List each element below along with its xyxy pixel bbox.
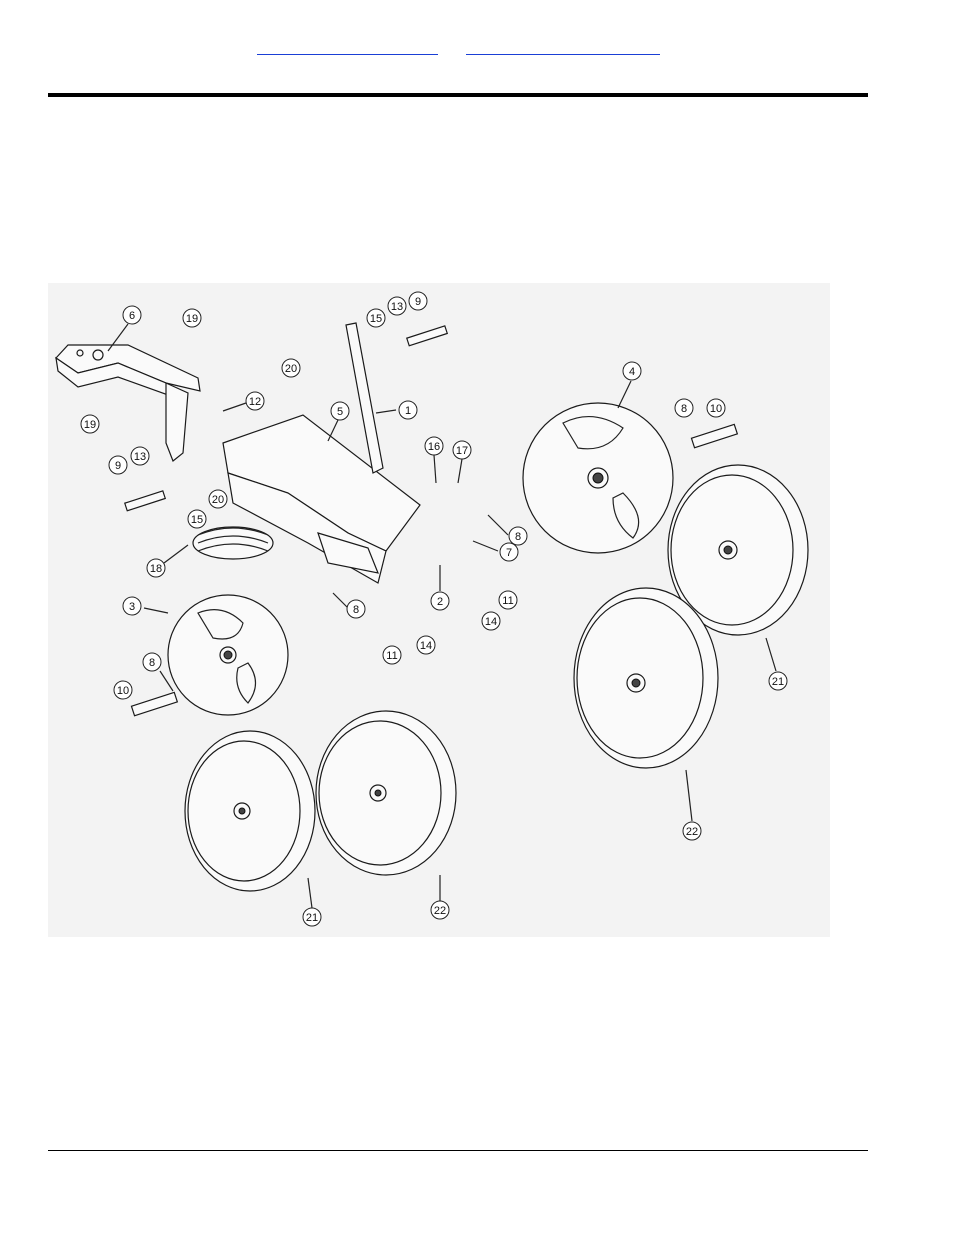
svg-text:22: 22 [686, 826, 698, 838]
svg-text:10: 10 [117, 685, 129, 697]
callout-19b: 19 [80, 414, 100, 434]
callout-22b: 22 [430, 875, 450, 920]
svg-text:8: 8 [515, 531, 521, 543]
svg-text:19: 19 [186, 313, 198, 325]
callout-13a: 13 [387, 296, 407, 316]
svg-text:4: 4 [629, 366, 635, 378]
svg-text:16: 16 [428, 441, 440, 453]
callout-20b: 20 [208, 489, 228, 509]
callout-21b: 21 [302, 877, 322, 927]
svg-text:11: 11 [502, 595, 513, 607]
svg-text:8: 8 [353, 604, 359, 616]
svg-text:11: 11 [386, 650, 397, 662]
svg-text:18: 18 [150, 563, 162, 575]
callout-15b: 15 [187, 509, 207, 529]
callout-20a: 20 [281, 358, 301, 378]
callout-8a: 8 [674, 398, 694, 418]
svg-text:20: 20 [285, 363, 297, 375]
callout-4: 4 [617, 361, 642, 409]
svg-text:15: 15 [370, 313, 382, 325]
spiked-closing-wheel-left [167, 594, 289, 716]
spiked-closing-wheel-right [522, 402, 674, 554]
svg-text:22: 22 [434, 905, 446, 917]
callout-18: 18 [146, 544, 189, 578]
press-wheel-21-left [184, 730, 316, 892]
callout-8d: 8 [142, 652, 174, 692]
callout-2: 2 [430, 565, 450, 611]
svg-text:20: 20 [212, 494, 224, 506]
svg-text:1: 1 [405, 405, 411, 417]
header-link-left[interactable] [257, 40, 438, 55]
press-wheel-21-right [667, 464, 809, 636]
callout-19a: 19 [182, 308, 202, 328]
callout-14b: 14 [416, 635, 436, 655]
callout-13b: 13 [130, 446, 150, 466]
callout-3: 3 [122, 596, 169, 616]
spring [192, 526, 274, 560]
hardware [124, 325, 739, 717]
callout-6: 6 [107, 305, 142, 352]
svg-text:9: 9 [115, 460, 121, 472]
svg-text:21: 21 [306, 912, 318, 924]
adjustment-lever [345, 322, 384, 474]
svg-text:2: 2 [437, 596, 443, 608]
svg-text:17: 17 [456, 445, 468, 457]
svg-text:21: 21 [772, 676, 784, 688]
callout-8b: 8 [487, 514, 528, 546]
callout-16: 16 [424, 436, 444, 484]
header-link-right[interactable] [466, 40, 660, 55]
exploded-view-drawing: 1 2 3 4 5 6 7 8 8 8 8 9 9 10 10 11 11 12… [55, 291, 809, 927]
main-frame [222, 414, 421, 584]
mounting-bracket [55, 344, 201, 462]
svg-text:14: 14 [485, 616, 497, 628]
press-wheel-22-right [573, 587, 719, 769]
callout-10a: 10 [706, 398, 726, 418]
parts-diagram: 1 2 3 4 5 6 7 8 8 8 8 9 9 10 10 11 11 12… [48, 283, 830, 937]
svg-text:8: 8 [149, 657, 155, 669]
press-wheel-22-left [315, 710, 457, 876]
callout-5: 5 [327, 401, 350, 442]
svg-text:5: 5 [337, 406, 343, 418]
svg-text:14: 14 [420, 640, 432, 652]
callout-14a: 14 [481, 611, 501, 631]
svg-text:7: 7 [506, 547, 512, 559]
svg-text:13: 13 [391, 301, 403, 313]
callout-9b: 9 [108, 455, 128, 475]
callout-group: 1 2 3 4 5 6 7 8 8 8 8 9 9 10 10 11 11 12… [80, 291, 788, 927]
callout-15a: 15 [366, 308, 386, 328]
callout-11a: 11 [498, 590, 518, 610]
callout-12: 12 [222, 391, 265, 412]
callout-1: 1 [375, 400, 418, 420]
svg-text:15: 15 [191, 514, 203, 526]
svg-text:9: 9 [415, 296, 421, 308]
callout-8c: 8 [332, 592, 366, 619]
svg-text:13: 13 [134, 451, 146, 463]
callout-7: 7 [472, 540, 519, 562]
callout-22a: 22 [682, 769, 702, 841]
callout-21a: 21 [765, 637, 788, 691]
svg-text:10: 10 [710, 403, 722, 415]
footer-rule [48, 1150, 868, 1151]
svg-text:3: 3 [129, 601, 135, 613]
callout-10b: 10 [113, 680, 133, 700]
callout-11b: 11 [382, 645, 402, 665]
callout-9a: 9 [408, 291, 428, 311]
svg-text:19: 19 [84, 419, 96, 431]
svg-text:6: 6 [129, 310, 135, 322]
header-rule [48, 93, 868, 97]
callout-17: 17 [452, 440, 472, 484]
svg-text:12: 12 [249, 396, 261, 408]
svg-text:8: 8 [681, 403, 687, 415]
